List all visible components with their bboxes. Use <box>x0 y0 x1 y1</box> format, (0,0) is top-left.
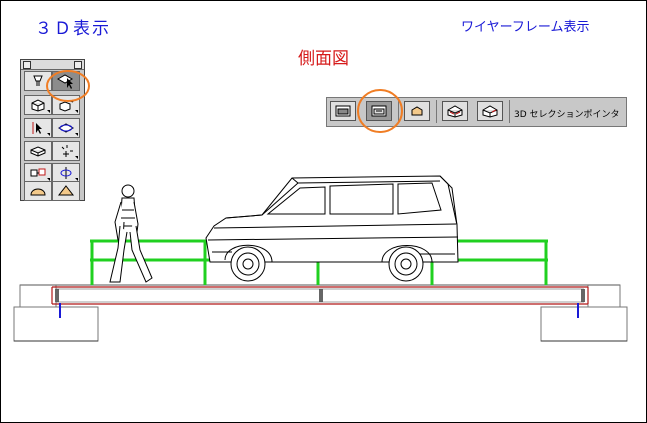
front-view-icon <box>335 105 351 117</box>
dome-tool[interactable] <box>24 181 52 201</box>
sparkle-move-icon <box>61 145 73 157</box>
view-name-label: 側面図 <box>298 49 349 69</box>
front-view-button[interactable] <box>330 101 356 121</box>
rotate-plane-tool[interactable] <box>52 118 80 138</box>
move-pointer-icon <box>32 122 42 134</box>
pointer-3d-icon <box>56 74 74 89</box>
toolbar-separator <box>398 100 399 123</box>
abutment-right <box>540 284 628 342</box>
flat-slab-tool[interactable] <box>24 141 52 161</box>
palette-close-box[interactable] <box>23 61 31 69</box>
rotate-axis-tool[interactable] <box>52 163 80 183</box>
rotate-plane-icon <box>57 123 75 133</box>
sparkle-move-tool[interactable] <box>52 141 80 161</box>
flat-slab-icon <box>30 146 46 157</box>
render-mode-label: ワイヤーフレーム表示 <box>461 20 590 35</box>
palette-titlebar[interactable] <box>21 60 84 70</box>
top-view-button[interactable] <box>404 101 430 121</box>
box-icon <box>31 99 45 112</box>
iso-view-alt-button[interactable] <box>477 101 503 121</box>
iso-view-icon <box>447 105 463 118</box>
iso-view-alt-icon <box>482 105 498 118</box>
box-pointer-icon <box>59 99 74 112</box>
box-tool[interactable] <box>24 95 52 115</box>
pedestrian-wireframe <box>109 184 153 283</box>
bridge-deck <box>20 284 620 305</box>
box-pointer-tool[interactable] <box>52 95 80 115</box>
cone-icon <box>57 185 75 196</box>
selection-pointer-label[interactable]: 3D セレクションポインタ <box>514 110 620 120</box>
toolbar-separator <box>509 100 510 123</box>
side-view-button[interactable] <box>366 101 392 121</box>
pointer-3d-tool[interactable] <box>52 71 80 91</box>
lamp-tool[interactable] <box>24 71 52 91</box>
side-view-icon <box>371 105 387 117</box>
top-view-icon <box>411 106 423 116</box>
move-pointer-tool[interactable] <box>24 118 52 138</box>
car-wireframe <box>205 175 459 282</box>
abutment-left <box>13 284 99 342</box>
lamp-icon <box>33 75 43 86</box>
group-boxes-tool[interactable] <box>24 163 52 183</box>
cone-tool[interactable] <box>52 181 80 201</box>
rotate-axis-icon <box>60 167 72 179</box>
group-boxes-icon <box>30 168 46 177</box>
toolbar-separator <box>436 100 437 123</box>
view-mode-label: ３Ｄ表示 <box>35 19 111 39</box>
iso-view-button[interactable] <box>442 101 468 121</box>
dome-icon <box>30 188 46 196</box>
palette-collapse-box[interactable] <box>74 61 82 69</box>
